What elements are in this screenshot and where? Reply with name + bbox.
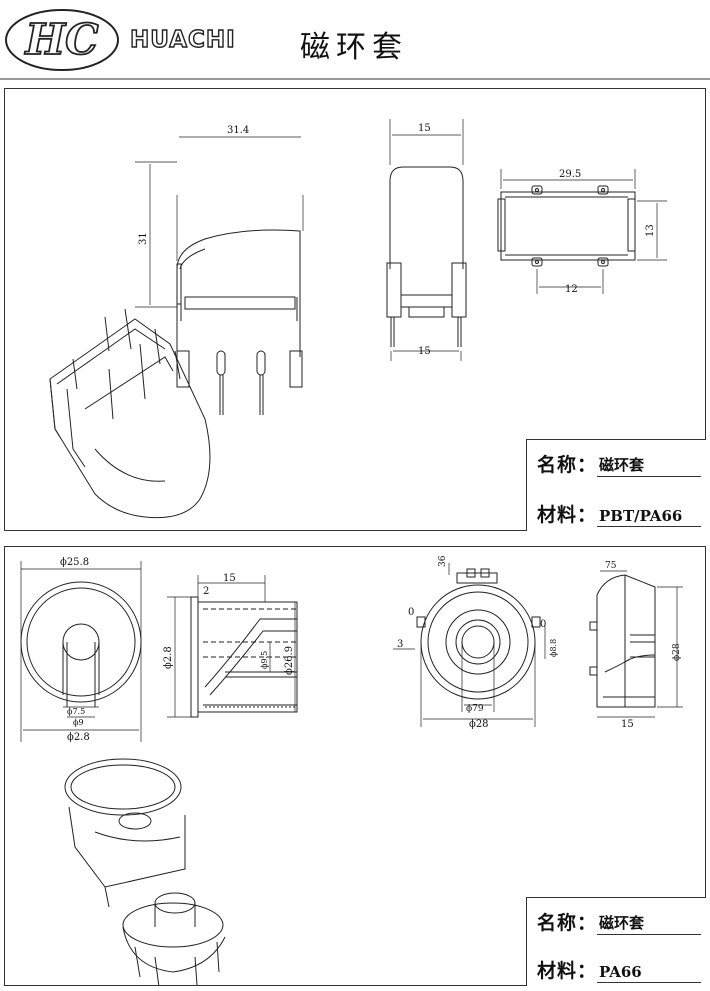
ring-top-view [416,568,541,700]
spec-box-2: 名称： 磁环套 材料： PA66 [526,897,706,986]
dim-top-height: 13 [645,224,656,237]
brand-name: HUACHI [129,26,236,53]
dim-front-width: 31.4 [227,125,249,136]
spec-name-label-2: 名称： [537,912,598,934]
isometric-view [49,308,211,519]
dim-inner-b: ϕ9 [73,718,84,727]
dim-bottom-dia2: ϕ28 [469,719,489,730]
spec-material-value: PBT/PA66 [597,507,702,527]
panel-coil-former: 31.4 31 15 15 29.5 13 12 名称： 磁环套 材料： PBT… [4,88,706,531]
spec-material-label: 材料： [537,504,598,526]
dim-top-length: 29.5 [559,169,581,180]
dim-outer-dia: ϕ25.8 [60,557,89,568]
ring-side-section [190,596,298,718]
dim-top-tab: 36 [438,555,448,567]
dim-pin-span: 15 [418,346,431,357]
panel-ring-sleeve: ϕ25.8 ϕ7.5 ϕ9 ϕ2.8 15 2 ϕ2.8 ϕ9.5 ϕ26.9 … [4,546,706,986]
ring-front-view [20,581,142,707]
dim-side-width: 15 [223,573,236,584]
dim-top-pitch: 12 [565,284,578,295]
spec-name-value-2: 磁环套 [597,912,702,935]
dim-side-width: 15 [418,123,431,134]
dim-center-dia: ϕ79 [466,704,484,714]
page-title: 磁环套 [300,30,408,65]
dim-right-dia: ϕ28 [672,643,682,661]
dim-bottom-dia: ϕ2.8 [67,732,90,743]
spec-name-row-2: 名称： 磁环套 [537,908,702,935]
dim-left-gap: 3 [397,639,403,650]
dim-side-inner: ϕ9.5 [260,651,269,669]
front-view [176,229,303,415]
dim-right-top: 75 [605,561,617,571]
dim-front-height: 31 [138,232,149,245]
header-graphics: HC [0,9,710,80]
spec-box-1: 名称： 磁环套 材料： PBT/PA66 [526,439,706,531]
ring-right-section [589,574,656,708]
spec-material-label-2: 材料： [537,960,598,982]
brand-logo-ellipse [5,9,119,71]
dim-left-small: 0 [408,607,414,618]
dim-inner-a: ϕ7.5 [67,707,85,716]
dim-right-bottom: 15 [621,719,634,730]
drawing-ring-sleeve: ϕ25.8 ϕ7.5 ϕ9 ϕ2.8 15 2 ϕ2.8 ϕ9.5 ϕ26.9 … [20,555,683,985]
spec-material-value-2: PA66 [597,963,702,983]
brand-logo-text: HC [24,15,99,64]
spec-name-row: 名称： 磁环套 [537,450,702,477]
dim-side-left: ϕ2.8 [163,646,174,669]
side-view [386,166,467,347]
spec-material-row: 材料： PBT/PA66 [537,500,702,527]
spec-material-row-2: 材料： PA66 [537,956,702,983]
top-view [497,185,636,267]
dim-side-outer: ϕ26.9 [284,646,295,675]
ring-isometric [64,758,226,985]
spec-name-value: 磁环套 [597,454,702,477]
spec-name-label: 名称： [537,454,598,476]
dim-center-inner: ϕ8.8 [549,639,558,657]
dim-side-lip: 2 [203,586,209,597]
drawing-coil-former: 31.4 31 15 15 29.5 13 12 [49,119,667,519]
page-header: HC HUACHI 磁环套 [0,0,710,80]
dim-right-small: 0 [540,619,546,630]
